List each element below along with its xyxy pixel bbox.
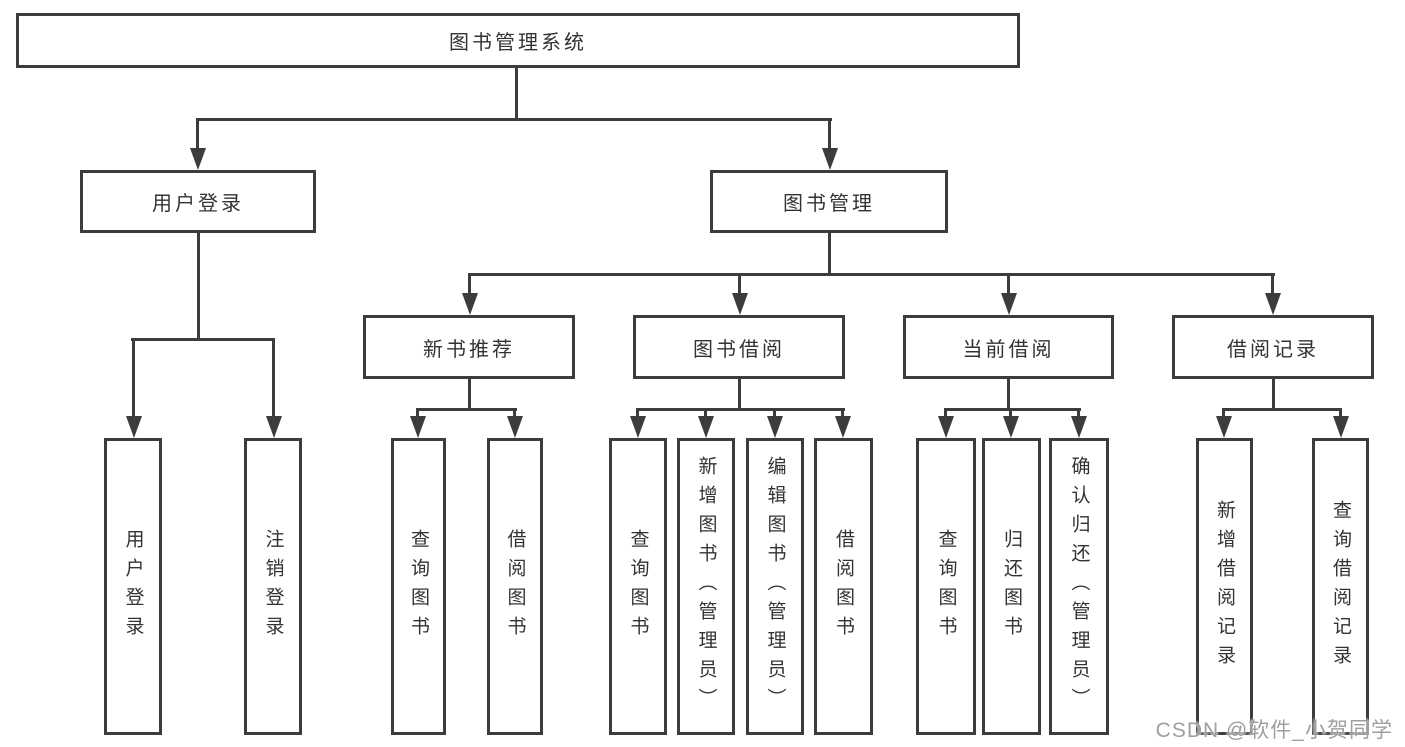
connector-line [944, 408, 1081, 411]
leaf-borrow-books-borrowing: 借阅图书 [814, 438, 873, 735]
leaf-confirm-return-admin: 确认归还（管理员） [1049, 438, 1109, 735]
leaf-label: 查询借阅记录 [1330, 499, 1351, 674]
leaf-query-books-recommend: 查询图书 [391, 438, 446, 735]
node-book-borrowing: 图书借阅 [633, 315, 845, 379]
arrowhead-icon [126, 416, 142, 438]
arrowhead-icon [462, 293, 478, 315]
arrowhead-icon [1071, 416, 1087, 438]
leaf-label: 查询图书 [627, 528, 649, 645]
arrowhead-icon [698, 416, 714, 438]
connector-line [416, 408, 517, 411]
leaf-label: 用户登录 [122, 528, 144, 645]
leaf-label: 借阅图书 [833, 528, 854, 645]
watermark: CSDN @软件_小贺同学 [1155, 719, 1393, 742]
connector-line [738, 379, 741, 408]
node-library-management-system: 图书管理系统 [16, 13, 1020, 68]
node-book-management: 图书管理 [710, 170, 948, 233]
leaf-return-book: 归还图书 [982, 438, 1041, 735]
connector-line [1272, 379, 1275, 408]
arrowhead-icon [1265, 293, 1281, 315]
leaf-logout: 注销登录 [244, 438, 302, 735]
node-current-borrowing: 当前借阅 [903, 315, 1114, 379]
connector-line [131, 338, 275, 341]
leaf-borrow-books-recommend: 借阅图书 [487, 438, 543, 735]
leaf-user-login: 用户登录 [104, 438, 162, 735]
arrowhead-icon [507, 416, 523, 438]
leaf-label: 新增借阅记录 [1214, 499, 1235, 674]
connector-line [1007, 379, 1010, 408]
connector-line [828, 233, 831, 273]
arrowhead-icon [835, 416, 851, 438]
arrowhead-icon [1003, 416, 1019, 438]
leaf-label: 新增图书（管理员） [695, 456, 717, 717]
arrowhead-icon [1333, 416, 1349, 438]
connector-line [132, 338, 135, 418]
connector-line [272, 338, 275, 418]
connector-line [828, 118, 831, 150]
connector-line [197, 233, 200, 338]
connector-line [773, 408, 776, 418]
connector-line [704, 408, 707, 418]
arrowhead-icon [767, 416, 783, 438]
node-borrowing-records: 借阅记录 [1172, 315, 1374, 379]
leaf-label: 归还图书 [1001, 528, 1022, 645]
connector-line [1222, 408, 1342, 411]
leaf-label: 借阅图书 [504, 528, 526, 645]
connector-line [636, 408, 639, 418]
arrowhead-icon [938, 416, 954, 438]
node-new-book-recommendation: 新书推荐 [363, 315, 575, 379]
connector-line [1271, 273, 1274, 295]
connector-line [944, 408, 947, 418]
connector-line [515, 68, 518, 118]
leaf-query-books-current: 查询图书 [916, 438, 976, 735]
connector-line [196, 118, 832, 121]
connector-line [196, 118, 199, 150]
arrowhead-icon [1001, 293, 1017, 315]
connector-line [468, 273, 471, 295]
arrowhead-icon [732, 293, 748, 315]
node-user-login: 用户登录 [80, 170, 316, 233]
arrowhead-icon [190, 148, 206, 170]
connector-line [636, 408, 845, 411]
connector-line [1007, 273, 1010, 295]
leaf-label: 编辑图书（管理员） [764, 456, 786, 717]
leaf-label: 注销登录 [262, 528, 284, 645]
connector-line [1222, 408, 1225, 418]
connector-line [841, 408, 844, 418]
leaf-add-book-admin: 新增图书（管理员） [677, 438, 735, 735]
leaf-label: 查询图书 [935, 528, 957, 645]
connector-line [1339, 408, 1342, 418]
connector-line [468, 379, 471, 408]
connector-line [416, 408, 419, 418]
arrowhead-icon [1216, 416, 1232, 438]
connector-line [738, 273, 741, 295]
connector-line [468, 273, 1275, 276]
arrowhead-icon [630, 416, 646, 438]
arrowhead-icon [822, 148, 838, 170]
leaf-add-borrow-record: 新增借阅记录 [1196, 438, 1253, 735]
leaf-label: 查询图书 [408, 528, 429, 645]
arrowhead-icon [266, 416, 282, 438]
connector-line [1009, 408, 1012, 418]
leaf-query-books-borrowing: 查询图书 [609, 438, 667, 735]
connector-line [1077, 408, 1080, 418]
arrowhead-icon [410, 416, 426, 438]
leaf-edit-book-admin: 编辑图书（管理员） [746, 438, 804, 735]
leaf-label: 确认归还（管理员） [1068, 456, 1090, 717]
leaf-query-borrow-record: 查询借阅记录 [1312, 438, 1369, 735]
connector-line [513, 408, 516, 418]
